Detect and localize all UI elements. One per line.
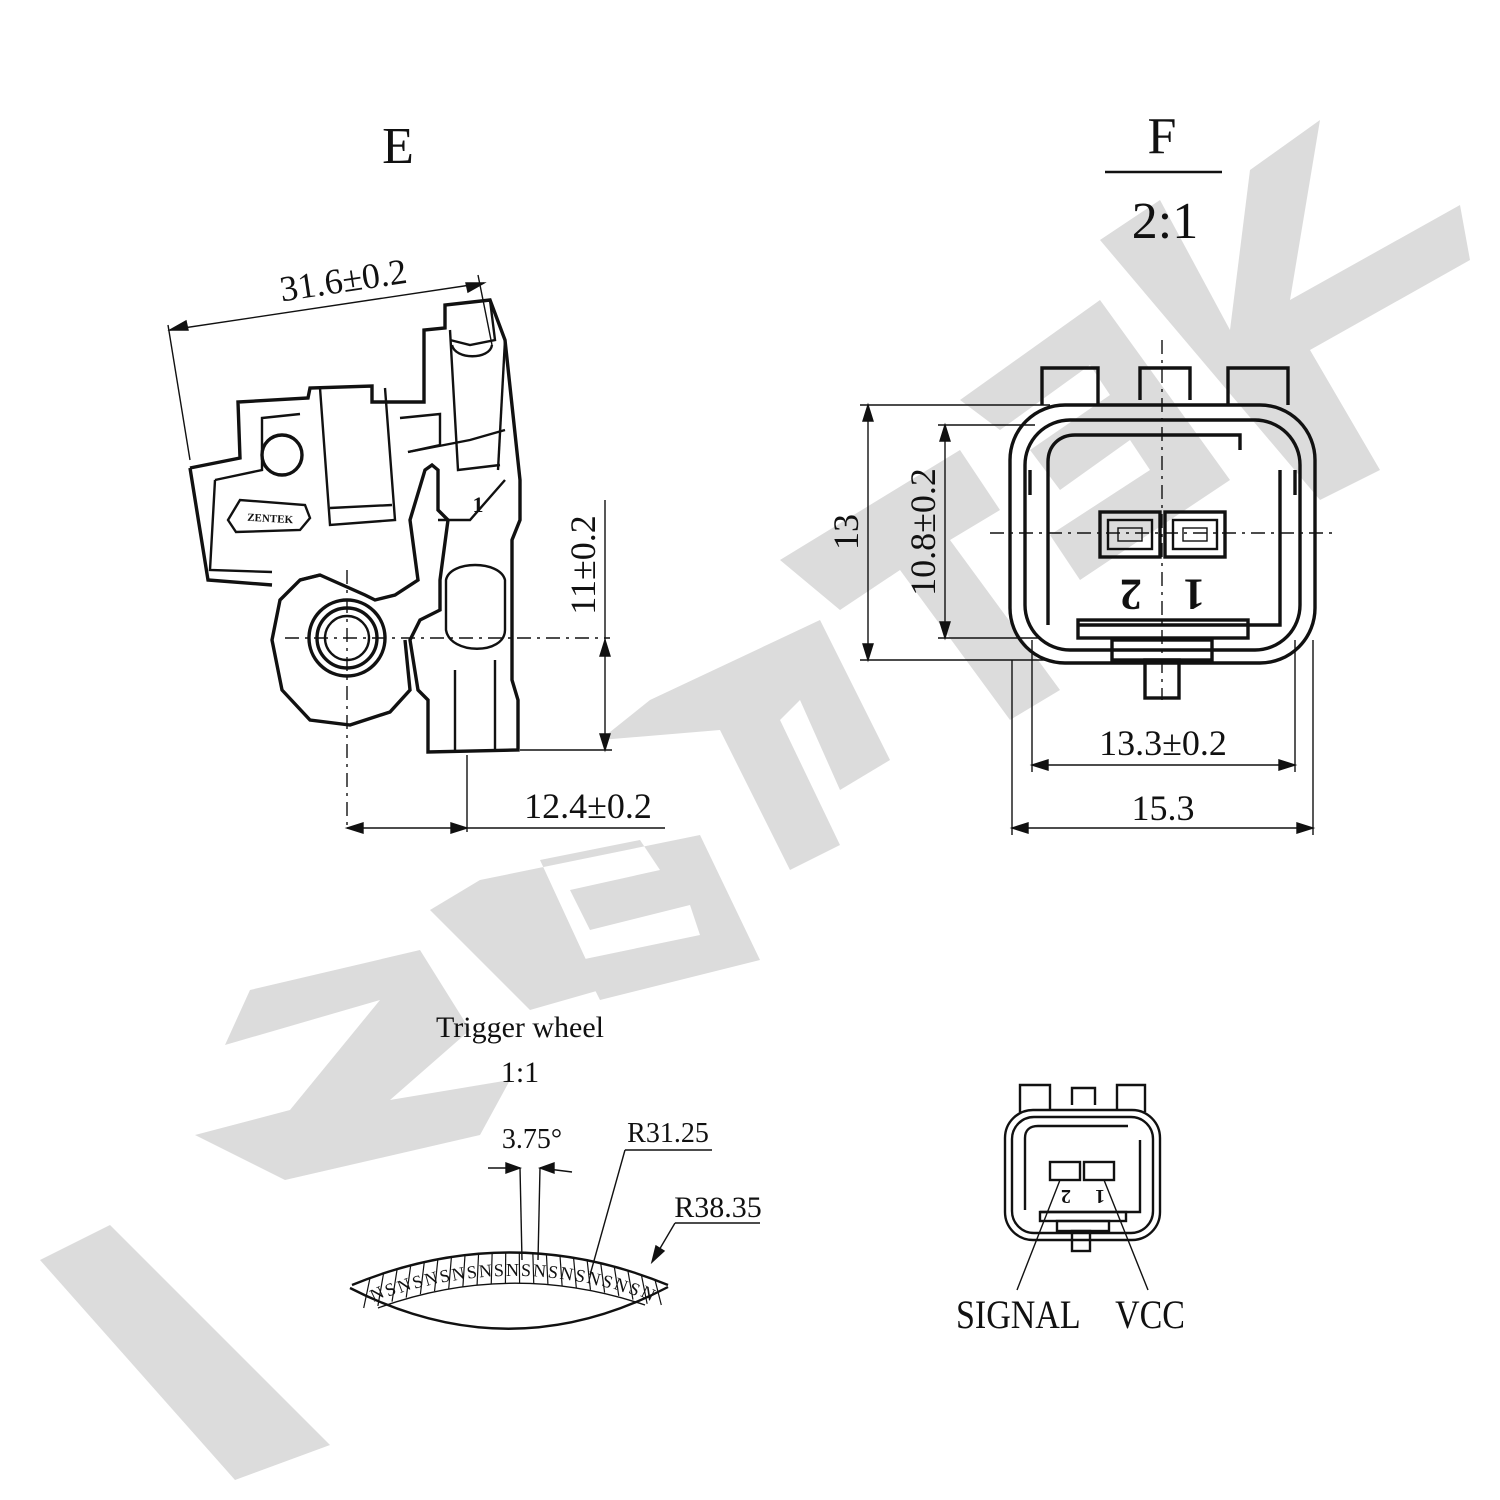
watermark-arrow bbox=[40, 1225, 330, 1480]
pinout-pin-2 bbox=[1048, 1160, 1082, 1182]
pole-divider bbox=[545, 1254, 549, 1285]
pinout-pin-1 bbox=[1082, 1160, 1116, 1182]
pole-divider bbox=[613, 1266, 620, 1296]
dim-12-4 bbox=[344, 755, 665, 834]
pinout-signal-label: SIGNAL bbox=[956, 1294, 1081, 1338]
pole-label: S bbox=[521, 1260, 532, 1280]
pole-label: N bbox=[532, 1260, 547, 1281]
pole-divider bbox=[600, 1263, 606, 1293]
watermark-k bbox=[1100, 120, 1470, 500]
trigger-wheel-title: Trigger wheel bbox=[436, 1011, 604, 1044]
pole-divider bbox=[490, 1252, 493, 1284]
pole-label: S bbox=[493, 1260, 504, 1280]
r-outer-label: R38.35 bbox=[674, 1191, 762, 1224]
r-inner-label: R31.25 bbox=[627, 1118, 709, 1149]
pole-label: S bbox=[547, 1261, 560, 1282]
dim-13 bbox=[860, 402, 1050, 663]
pole-divider bbox=[363, 1277, 371, 1309]
trigger-wheel-pole-arc bbox=[377, 1282, 646, 1309]
pin-cavity-2 bbox=[1098, 510, 1162, 559]
watermark-e2 bbox=[960, 300, 1230, 580]
pole-divider bbox=[433, 1259, 439, 1292]
pinout-pin-2-label: 2 bbox=[1061, 1185, 1071, 1207]
view-f-title: F bbox=[1148, 108, 1177, 165]
dim-angle bbox=[488, 1162, 573, 1261]
dim-11 bbox=[520, 500, 612, 753]
sensor-inner-lines bbox=[208, 299, 507, 750]
pin-indicator-e: 1 bbox=[473, 492, 484, 517]
dim-12-4-label: 12.4±0.2 bbox=[524, 786, 652, 826]
watermark-n bbox=[600, 620, 890, 870]
dim-11-label: 11±0.2 bbox=[563, 515, 603, 614]
pole-divider bbox=[405, 1265, 412, 1298]
view-f-scale: 2:1 bbox=[1132, 193, 1198, 250]
pole-label: N bbox=[559, 1263, 575, 1285]
watermark-t bbox=[780, 450, 1060, 720]
dim-13-3-label: 13.3±0.2 bbox=[1099, 723, 1227, 763]
leader-r-inner bbox=[589, 1149, 712, 1276]
dim-31-6-label: 31.6±0.2 bbox=[277, 251, 409, 309]
pole-label: S bbox=[438, 1265, 452, 1287]
dim-10-8-label: 10.8±0.2 bbox=[903, 468, 943, 596]
trigger-wheel-scale: 1:1 bbox=[501, 1056, 539, 1089]
pole-divider bbox=[640, 1274, 648, 1304]
pole-divider bbox=[559, 1255, 563, 1286]
pole-divider bbox=[532, 1253, 535, 1284]
pinout-view: 2 1 SIGNAL VCC bbox=[956, 1083, 1185, 1338]
pole-label: N bbox=[585, 1267, 603, 1290]
pole-divider bbox=[377, 1273, 385, 1307]
watermark-e bbox=[430, 835, 760, 1010]
trigger-wheel-outer-arc bbox=[351, 1251, 669, 1287]
view-e: E ZENTE bbox=[167, 118, 665, 834]
body-marking-text: ZENTEK bbox=[247, 512, 294, 526]
sensor-body-side bbox=[188, 298, 522, 754]
locating-circle bbox=[260, 433, 304, 477]
pole-label: S bbox=[465, 1261, 478, 1282]
pole-divider bbox=[419, 1261, 425, 1295]
trigger-wheel-inner-arc bbox=[349, 1285, 669, 1330]
view-f: F 2:1 bbox=[826, 108, 1335, 835]
pole-label: N bbox=[506, 1260, 519, 1280]
pole-label: N bbox=[478, 1260, 493, 1281]
pinout-leaders bbox=[1016, 1179, 1149, 1291]
pole-divider bbox=[654, 1279, 662, 1306]
pin-2-label: 2 bbox=[1120, 570, 1142, 619]
dim-angle-label: 3.75° bbox=[502, 1124, 562, 1155]
pinout-pin-1-label: 1 bbox=[1095, 1185, 1105, 1207]
dim-13-3 bbox=[1029, 640, 1298, 772]
dim-31-6 bbox=[167, 274, 493, 461]
dim-10-8 bbox=[938, 422, 1040, 641]
view-e-title: E bbox=[382, 118, 414, 175]
pin-1-label: 1 bbox=[1183, 570, 1205, 619]
pole-label: N bbox=[422, 1267, 440, 1290]
pole-divider bbox=[572, 1257, 577, 1288]
pole-divider bbox=[391, 1268, 398, 1302]
pole-label: S bbox=[573, 1265, 587, 1287]
pole-divider bbox=[448, 1256, 453, 1289]
dim-15-3-label: 15.3 bbox=[1132, 788, 1195, 828]
dim-13-label: 13 bbox=[826, 514, 866, 550]
watermark-z bbox=[195, 950, 510, 1180]
pin-cavity-1 bbox=[1163, 510, 1227, 559]
pole-divider bbox=[586, 1260, 592, 1290]
dim-15-3 bbox=[1009, 640, 1316, 835]
pinout-vcc-label: VCC bbox=[1115, 1294, 1185, 1338]
pole-divider bbox=[627, 1270, 634, 1300]
pole-label: N bbox=[450, 1263, 466, 1285]
pinout-connector bbox=[1003, 1083, 1162, 1253]
pole-divider bbox=[462, 1255, 466, 1287]
watermark bbox=[40, 120, 1470, 1480]
pole-divider bbox=[476, 1253, 480, 1286]
body-marking: ZENTEK bbox=[226, 498, 312, 534]
leader-r-outer bbox=[650, 1222, 760, 1265]
